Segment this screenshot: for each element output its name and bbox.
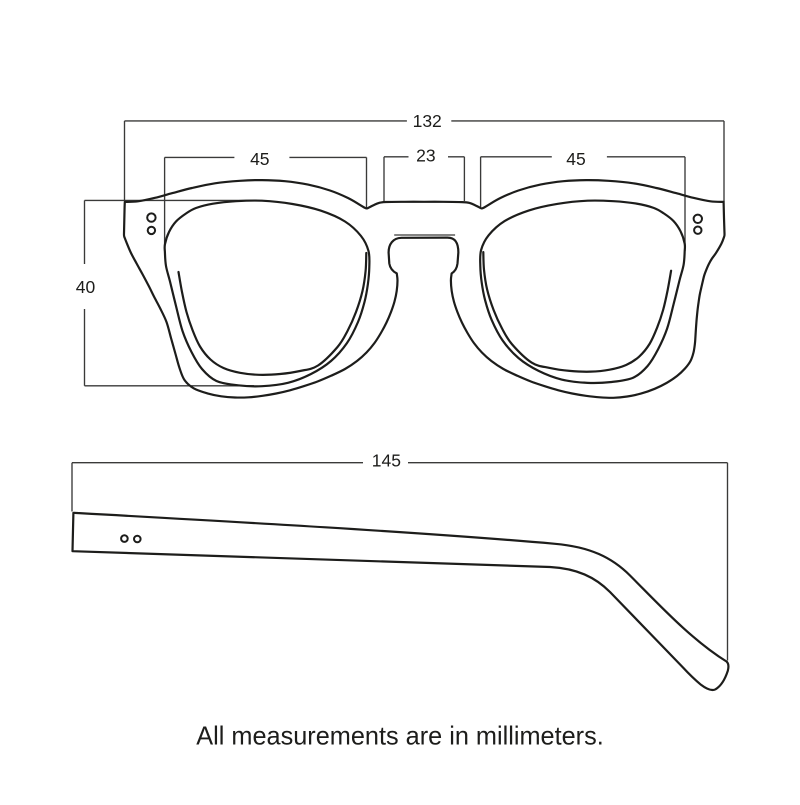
svg-text:40: 40 — [76, 277, 96, 297]
svg-text:All measurements are in millim: All measurements are in millimeters. — [196, 721, 604, 751]
svg-text:45: 45 — [250, 149, 269, 169]
svg-text:23: 23 — [416, 146, 435, 166]
svg-text:45: 45 — [566, 149, 585, 169]
svg-text:132: 132 — [413, 111, 442, 131]
svg-text:145: 145 — [372, 450, 401, 470]
